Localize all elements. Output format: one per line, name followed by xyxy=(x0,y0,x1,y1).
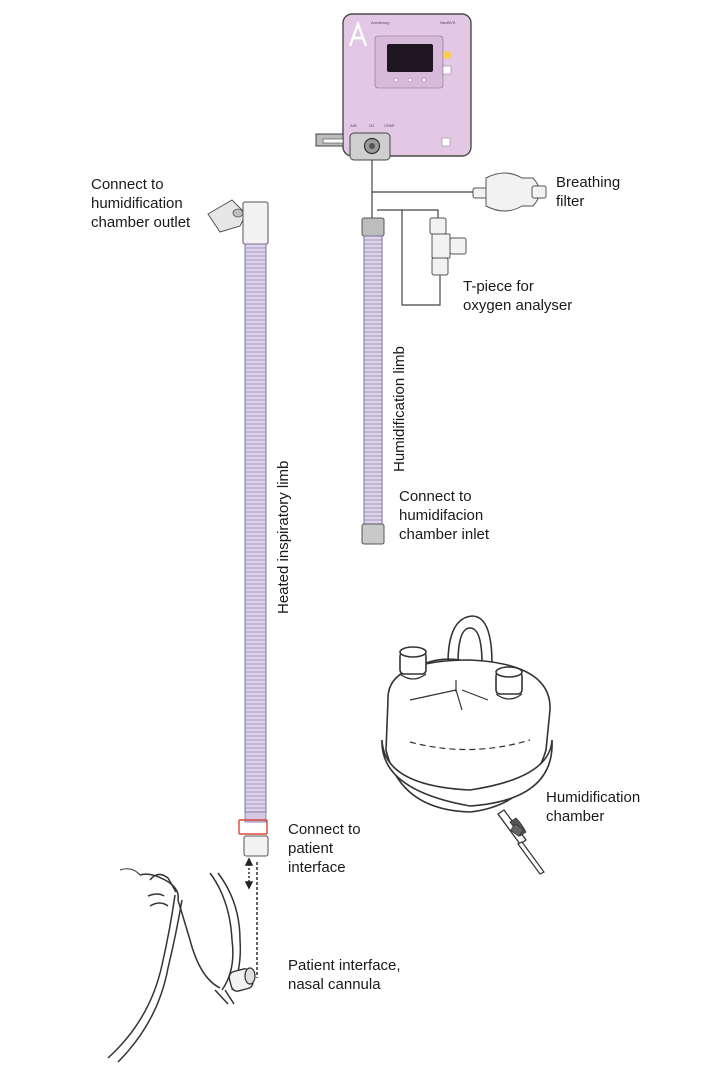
humidification-limb[interactable] xyxy=(361,217,385,545)
label-breathing-filter: Breathing filter xyxy=(556,174,621,210)
ventilator-device: Armstrong NeoBVS AIR O2 CPAP xyxy=(315,13,472,161)
label-humidification-chamber: Humidification chamber xyxy=(546,789,641,825)
device-brand: Armstrong xyxy=(371,20,389,25)
panel-button-3[interactable] xyxy=(421,77,427,83)
port-label-air: AIR xyxy=(350,123,357,128)
patient-connector[interactable] xyxy=(243,835,269,857)
indicator-light-icon xyxy=(443,51,451,59)
heated-inspiratory-limb[interactable] xyxy=(207,199,269,857)
connecting-lines xyxy=(371,160,482,306)
label-patient-interface: Patient interface, nasal cannula xyxy=(288,957,401,993)
power-switch[interactable] xyxy=(442,65,452,75)
panel-button-2[interactable] xyxy=(407,77,413,83)
label-t-piece: T-piece for oxygen analyser xyxy=(463,278,573,314)
breathing-filter[interactable] xyxy=(472,172,547,212)
port-label-cpap: CPAP xyxy=(384,123,395,128)
label-humidification-limb: Humidification limb xyxy=(391,346,408,472)
label-heated-inspiratory-limb: Heated inspiratory limb xyxy=(275,461,292,614)
brand-logo-icon xyxy=(348,20,368,47)
device-model: NeoBVS xyxy=(440,20,456,25)
nasal-cannula[interactable] xyxy=(107,868,242,1063)
port-label-o2: O2 xyxy=(369,123,375,128)
label-connect-outlet: Connect to humidification chamber outlet xyxy=(91,176,191,231)
panel-button-1[interactable] xyxy=(393,77,399,83)
label-connect-inlet: Connect to humidifacion chamber inlet xyxy=(399,488,490,543)
cannula-connector[interactable] xyxy=(228,967,256,992)
label-connect-patient: Connect to patient interface xyxy=(288,821,361,876)
side-switch[interactable] xyxy=(441,137,451,147)
patient-connection-arrows xyxy=(244,857,258,978)
device-display xyxy=(387,44,433,72)
t-piece[interactable] xyxy=(429,217,467,276)
humidification-chamber[interactable] xyxy=(381,615,553,875)
patient-connector-clamp[interactable] xyxy=(238,819,268,835)
